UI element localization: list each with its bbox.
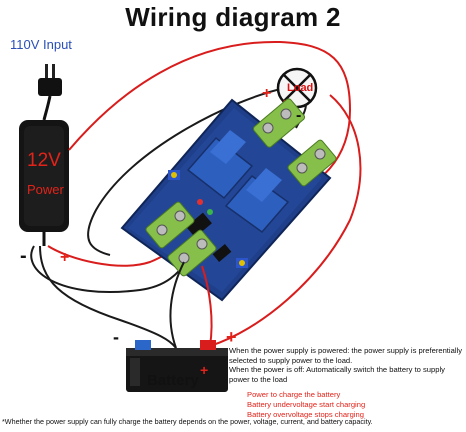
note-item: Power to charge the battery: [247, 390, 341, 399]
load-minus-sign: -: [296, 107, 302, 124]
battery-label: Battery: [147, 372, 199, 389]
note-item: Battery overvoltage stops charging: [247, 410, 364, 419]
charging-notes: Power to charge the battery Battery unde…: [247, 390, 365, 420]
load-black-wire: [87, 87, 286, 256]
battery-negative-wire: [169, 261, 185, 349]
battery-icon: [126, 340, 228, 392]
input-voltage-label: 110V Input: [10, 37, 72, 52]
battery-long-red-wire: [209, 94, 362, 347]
description-powered: When the power supply is powered: the po…: [229, 346, 462, 365]
description-off: When the power is off: Automatically swi…: [229, 365, 445, 384]
load-label: Load: [287, 82, 314, 94]
description-text: When the power supply is powered: the po…: [229, 346, 465, 384]
battery-terminal-plus: +: [200, 362, 209, 378]
adapter-black-wire-2: [30, 245, 191, 293]
adapter-plus-sign: +: [60, 249, 70, 266]
note-item: Battery undervoltage start charging: [247, 400, 366, 409]
adapter-negative-wire: [39, 245, 177, 349]
adapter-power-label: Power: [27, 182, 64, 197]
adapter-minus-sign: -: [20, 245, 27, 267]
load-lamp-icon: [276, 67, 318, 109]
terminal-blocks: [145, 98, 337, 277]
footnote: *Whether the power supply can fully char…: [2, 417, 373, 426]
adapter-to-load-wire: [68, 40, 352, 181]
adapter-voltage-label: 12V: [27, 150, 61, 171]
load-plus-sign: +: [262, 85, 272, 102]
page-title: Wiring diagram 2: [125, 2, 341, 32]
power-adapter-icon: [19, 120, 69, 246]
ac-plug-icon: [38, 64, 62, 121]
battery-positive-wire: [201, 265, 213, 347]
battery-plus-sign: +: [226, 327, 237, 347]
relay-board: [120, 98, 332, 302]
battery-minus-sign: -: [113, 327, 119, 347]
